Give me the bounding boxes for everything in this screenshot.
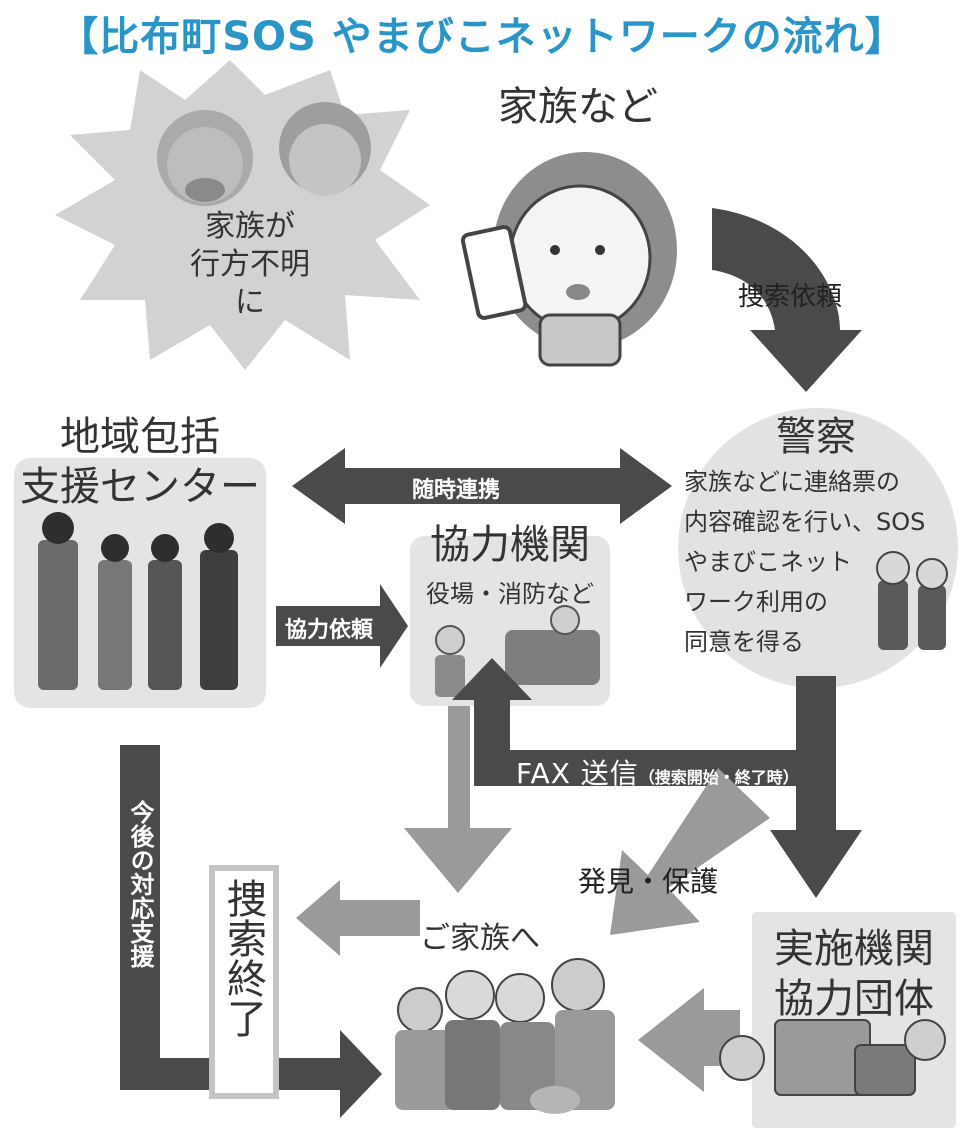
fax-label: FAX 送信（捜索開始・終了時）	[516, 752, 799, 792]
support-center-line1: 地域包括	[60, 414, 220, 460]
police-description: 家族などに連絡票の 内容確認を行い、SOS やまびこネット ワーク利用の 同意を…	[684, 462, 964, 662]
coop-org-subtitle: 役場・消防など	[426, 580, 594, 608]
diagram-title: 【比布町SOS やまびこネットワークの流れ】	[58, 14, 906, 60]
fax-main: FAX 送信	[516, 757, 639, 790]
officer-firefighter-icon	[435, 605, 600, 697]
elderly-woman-icon	[279, 102, 371, 196]
fax-note: （捜索開始・終了時）	[638, 768, 799, 787]
staff-photo	[38, 512, 238, 690]
family-title: 家族など	[498, 84, 658, 130]
search-request-arrow	[712, 208, 862, 392]
search-end-box	[209, 865, 279, 1099]
happy-family-icon	[395, 958, 615, 1114]
missing-label: 家族が 行方不明に	[180, 208, 320, 322]
missing-line2: 行方不明に	[190, 247, 310, 320]
police-officers-icon	[876, 551, 948, 650]
found-arrow	[610, 768, 770, 935]
police-down-arrow	[770, 676, 862, 898]
support-center-title: 地域包括 支援センター	[14, 412, 266, 512]
police-desc-line: 内容確認を行い、SOS	[684, 508, 926, 536]
police-desc-line: やまびこネット	[684, 548, 852, 576]
impl-line2: 協力団体	[774, 976, 934, 1022]
police-desc-line: 同意を得る	[684, 628, 804, 656]
police-title: 警察	[776, 414, 856, 460]
cooperation-request-arrow	[276, 584, 408, 668]
found-label: 発見・保護	[578, 865, 719, 898]
impl-to-family-arrow	[638, 988, 740, 1092]
support-center-line2: 支援センター	[20, 464, 260, 510]
cooperation-request-label: 協力依頼	[285, 618, 374, 643]
support-label: 今後の対応支援	[126, 800, 154, 968]
search-end-label: 捜索終了	[220, 878, 266, 1038]
coop-down-light-arrow	[404, 706, 512, 893]
worried-family-icon	[460, 152, 677, 367]
liaison-arrow	[292, 448, 672, 524]
support-arrow	[120, 745, 382, 1118]
search-request-label: 捜索依頼	[738, 282, 843, 312]
police-desc-line: ワーク利用の	[684, 588, 828, 616]
police-desc-line: 家族などに連絡票の	[684, 468, 900, 496]
coop-org-title: 協力機関	[430, 522, 590, 568]
impl-title: 実施機関 協力団体	[752, 924, 956, 1024]
impl-line1: 実施機関	[774, 926, 934, 972]
missing-line1: 家族が	[205, 209, 295, 244]
elderly-man-icon	[157, 110, 253, 206]
to-end-arrow	[296, 880, 420, 956]
liaison-label: 随時連携	[412, 478, 501, 503]
bus-taxi-icon	[719, 1019, 946, 1096]
fax-arrow	[452, 658, 836, 786]
to-family-label: ご家族へ	[420, 921, 540, 956]
